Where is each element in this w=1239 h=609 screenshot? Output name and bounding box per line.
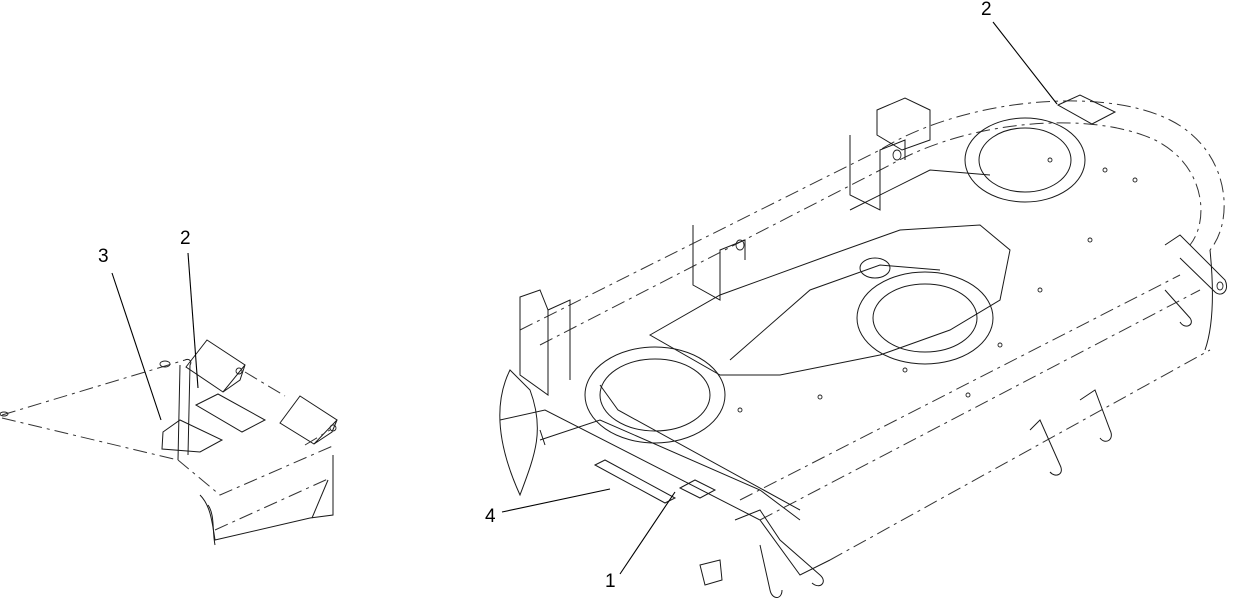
callout-2-left: 2: [180, 228, 191, 249]
callout-4: 4: [485, 506, 496, 527]
callout-1: 1: [605, 571, 616, 592]
leader-lines: [111, 21, 1058, 575]
mower-deck-part: [499, 94, 1228, 598]
callout-2-right: 2: [981, 0, 992, 20]
callout-3: 3: [98, 246, 109, 267]
left-deflector-part: [0, 339, 338, 546]
